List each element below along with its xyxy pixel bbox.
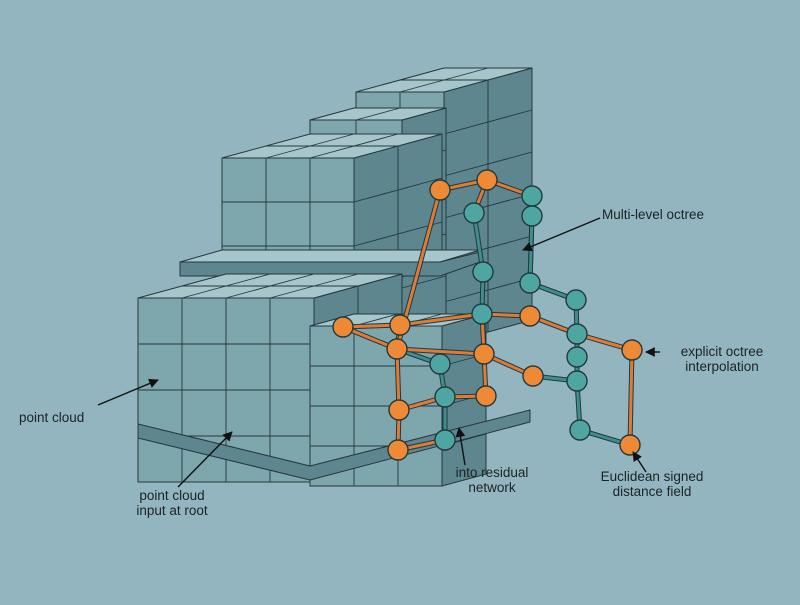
grid-line [443, 277, 533, 303]
orange-node [332, 316, 354, 338]
orange-node [619, 434, 641, 456]
network-edge [628, 348, 634, 447]
network-edge [398, 312, 484, 327]
callout-arrow [97, 378, 159, 406]
callout-arrow [455, 427, 466, 466]
label-point-cloud-input: point cloud input at root [118, 488, 226, 518]
label-line: point cloud [139, 488, 205, 503]
label-line: input at root [136, 503, 208, 518]
label-signed-distance-field: Euclidean signed distance field [592, 469, 712, 499]
teal-node [463, 202, 485, 224]
teal-node [471, 303, 493, 325]
label-line: into residual [455, 465, 529, 480]
teal-node [566, 346, 588, 368]
orange-node [522, 365, 544, 387]
orange-node [473, 343, 495, 365]
grid-line [401, 275, 447, 289]
teal-node [521, 185, 543, 207]
label-residual-network: into residual network [436, 465, 548, 495]
teal-node [565, 289, 587, 311]
label-line: distance field [612, 484, 692, 499]
grid-line [353, 221, 443, 247]
callout-arrow [522, 217, 601, 252]
octree-network [332, 169, 643, 461]
grid-line [355, 107, 401, 121]
label-explicit-octree-interpolation: explicit octree interpolation [662, 344, 782, 374]
teal-node [472, 261, 494, 283]
network-edge [395, 347, 486, 356]
grid-line [443, 193, 533, 219]
teal-node [566, 370, 588, 392]
label-line: interpolation [685, 359, 759, 374]
teal-node [569, 419, 591, 441]
orange-node [476, 169, 498, 191]
callout-arrow [177, 431, 233, 488]
teal-node [566, 323, 588, 345]
orange-node [519, 305, 541, 327]
callout-arrow [632, 451, 647, 473]
orange-node [387, 439, 409, 461]
orange-node [475, 385, 497, 407]
teal-node [519, 272, 541, 294]
teal-node [434, 429, 456, 451]
callout-arrows [97, 217, 660, 488]
teal-node [434, 386, 456, 408]
grid-line [443, 151, 533, 177]
label-line: network [468, 480, 516, 495]
label-line: explicit octree [680, 344, 764, 359]
teal-node [429, 353, 451, 375]
label-multi-level-octree: Multi-level octree [602, 207, 705, 222]
orange-node [389, 314, 411, 336]
teal-node [521, 205, 543, 227]
base-slab [137, 409, 531, 481]
orange-node [621, 339, 643, 361]
orange-node [429, 179, 451, 201]
cube-ledge-top [179, 249, 481, 263]
orange-node [388, 399, 410, 421]
grid-line [353, 177, 443, 203]
grid-line [443, 109, 533, 135]
octree-cubes [137, 67, 533, 487]
orange-node [386, 338, 408, 360]
label-line: Euclidean signed [600, 469, 704, 484]
label-point-cloud: point cloud [19, 410, 85, 425]
